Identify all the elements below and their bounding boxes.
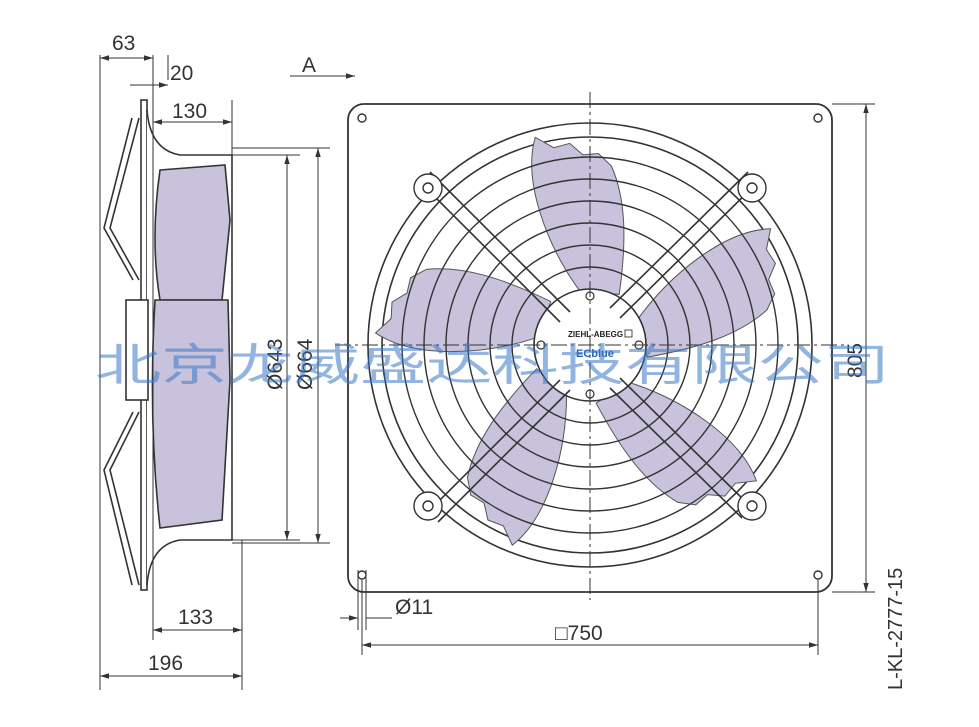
dim-63: 63 [112, 32, 135, 55]
brand-emblem-icon [624, 329, 633, 338]
impeller-blade [636, 228, 777, 358]
front-dimension-lines [340, 103, 875, 655]
dim-20: 20 [170, 62, 193, 85]
impeller-blade [531, 136, 625, 295]
dim-643: Ø643 [264, 339, 287, 390]
dim-square-750: □750 [555, 622, 603, 645]
brand-logo: ZIEHL-ABEGG ECblue [568, 329, 633, 360]
guard-bolt-bosses [413, 173, 767, 521]
side-motor-hub [125, 299, 149, 401]
brand-name: ZIEHL-ABEGG [568, 330, 623, 339]
guard-cross-bars [417, 171, 759, 523]
dim-664: Ø664 [294, 338, 317, 390]
side-blade-upper [154, 164, 231, 301]
dim-196: 196 [148, 652, 183, 675]
side-dimension-lines [99, 55, 355, 690]
dim-hole-11: Ø11 [395, 596, 433, 619]
series-name: ECblue [576, 348, 614, 360]
front-view [335, 92, 845, 600]
side-wire-guard [103, 117, 140, 586]
side-blade-lower [151, 299, 231, 529]
dim-805: 805 [844, 343, 867, 378]
impeller-blade [466, 368, 568, 546]
side-view [103, 99, 233, 591]
company-watermark: 北京龙威盛达科技有限公司 [95, 340, 890, 391]
view-a-label: A [302, 54, 316, 77]
dim-133: 133 [178, 606, 213, 629]
centerlines [335, 92, 845, 600]
dim-130: 130 [172, 100, 207, 123]
drawing-code: L-KL-2777-15 [885, 568, 907, 690]
mounting-holes [357, 113, 823, 580]
